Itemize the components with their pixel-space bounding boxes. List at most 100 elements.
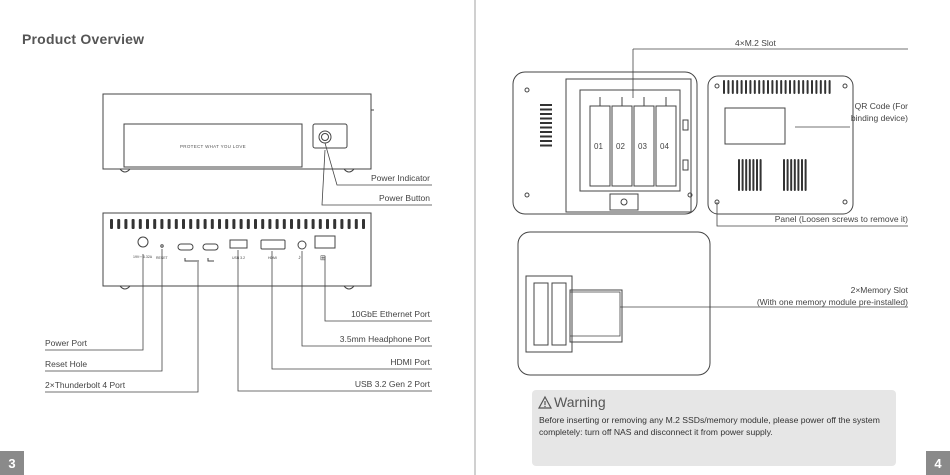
vent-slot bbox=[218, 219, 221, 229]
vent-slot bbox=[745, 80, 747, 94]
port-label-hdmi: HDMI bbox=[268, 256, 277, 260]
fan-slot bbox=[738, 159, 740, 191]
warning-title: Warning bbox=[554, 394, 606, 410]
callout-thunderbolt: 2×Thunderbolt 4 Port bbox=[45, 380, 126, 390]
fan-slot bbox=[748, 159, 751, 191]
vent-slot bbox=[124, 219, 128, 229]
vent-slot bbox=[784, 80, 787, 94]
fan-slot bbox=[793, 159, 796, 191]
fan-slot bbox=[790, 159, 793, 191]
vent-slot bbox=[117, 219, 121, 229]
slot-label-1: 01 bbox=[594, 142, 603, 151]
slot-label-3: 03 bbox=[638, 142, 647, 151]
callout-memory-line2: (With one memory module pre-installed) bbox=[756, 297, 908, 307]
port-label-reset: RESET bbox=[156, 256, 168, 260]
callout-headphone: 3.5mm Headphone Port bbox=[339, 334, 430, 344]
fan-slot bbox=[745, 159, 748, 191]
page-number-right: 4 bbox=[926, 451, 950, 475]
vent-slot bbox=[333, 219, 337, 229]
fan-slot bbox=[752, 159, 755, 191]
vent-slot bbox=[261, 219, 265, 229]
fan-slot bbox=[797, 159, 800, 191]
vent-slot bbox=[174, 219, 178, 229]
vent-slot bbox=[771, 80, 774, 94]
vent-slot bbox=[203, 219, 207, 229]
vent-slot bbox=[282, 219, 286, 229]
vent-slot bbox=[736, 80, 739, 94]
port-label-usb: USB 3.2 bbox=[232, 256, 246, 260]
vent-slot bbox=[297, 219, 301, 229]
warning-box: Warning Before inserting or removing any… bbox=[532, 390, 896, 466]
device-front-view bbox=[102, 93, 374, 173]
callout-memory-line1: 2×Memory Slot bbox=[850, 285, 908, 295]
vent-slot bbox=[354, 219, 358, 229]
vent-slot bbox=[110, 219, 113, 229]
fan-slot bbox=[783, 159, 785, 191]
vent-slot bbox=[762, 80, 765, 94]
page-number-left: 3 bbox=[0, 451, 24, 475]
vent-slot bbox=[749, 80, 752, 94]
vent-slot bbox=[789, 80, 791, 94]
fan-slot bbox=[759, 159, 762, 191]
vent-slot bbox=[189, 219, 193, 229]
vent-slot bbox=[815, 80, 818, 94]
back-vents bbox=[110, 219, 365, 229]
vent-slot bbox=[775, 80, 778, 94]
callout-ethernet: 10GbE Ethernet Port bbox=[351, 309, 430, 319]
vent-slot bbox=[239, 219, 243, 229]
ethernet-icon: ⊞ bbox=[320, 255, 326, 262]
vent-slot bbox=[225, 219, 229, 229]
vent-slot bbox=[828, 80, 831, 94]
vent-slot bbox=[347, 219, 351, 229]
vent-slot bbox=[540, 140, 552, 142]
vent-slot bbox=[540, 126, 552, 129]
callout-power-indicator: Power Indicator bbox=[370, 173, 430, 183]
fan-slot bbox=[804, 159, 807, 191]
vent-slot bbox=[196, 219, 200, 229]
vent-slot bbox=[275, 219, 279, 229]
vent-slot bbox=[138, 219, 142, 229]
vent-slot bbox=[304, 219, 308, 229]
vent-slot bbox=[797, 80, 800, 94]
vent-slot bbox=[254, 219, 257, 229]
front-slogan: PROTECT WHAT YOU LOVE bbox=[180, 144, 246, 149]
callout-lines bbox=[45, 48, 908, 393]
vent-slot bbox=[727, 80, 730, 94]
vent-slot bbox=[232, 219, 236, 229]
vent-slot bbox=[340, 219, 344, 229]
vent-slot bbox=[758, 80, 761, 94]
vent-slot bbox=[824, 80, 827, 94]
callout-power-button: Power Button bbox=[378, 193, 430, 203]
m2-slots bbox=[589, 97, 677, 187]
vent-slot bbox=[540, 117, 552, 120]
callout-m2: 4×M.2 Slot bbox=[735, 38, 776, 48]
warning-icon bbox=[537, 395, 553, 409]
vent-slot bbox=[753, 80, 756, 94]
vent-slot bbox=[540, 108, 552, 111]
vent-slot bbox=[131, 219, 135, 229]
vent-slot bbox=[153, 219, 157, 229]
vent-slot bbox=[268, 219, 272, 229]
vent-slot bbox=[819, 80, 822, 94]
vent-slot bbox=[311, 219, 315, 229]
vent-slot bbox=[146, 219, 149, 229]
callout-reset: Reset Hole bbox=[45, 359, 88, 369]
vent-slot bbox=[182, 219, 185, 229]
fan-slot bbox=[786, 159, 789, 191]
callout-usb: USB 3.2 Gen 2 Port bbox=[354, 379, 430, 389]
page-divider bbox=[474, 0, 476, 475]
vent-slot bbox=[210, 219, 214, 229]
fan-slot bbox=[801, 159, 803, 191]
fan-holes bbox=[738, 159, 807, 191]
vent-slot bbox=[806, 80, 809, 94]
slot-label-4: 04 bbox=[660, 142, 669, 151]
callout-hdmi: HDMI Port bbox=[390, 357, 430, 367]
vent-slot bbox=[362, 219, 365, 229]
vent-slot bbox=[731, 80, 734, 94]
vent-slot bbox=[318, 219, 322, 229]
vent-slot bbox=[723, 80, 725, 94]
headphone-icon: ♪ bbox=[298, 255, 301, 261]
vent-slot bbox=[793, 80, 796, 94]
vent-slot bbox=[780, 80, 783, 94]
